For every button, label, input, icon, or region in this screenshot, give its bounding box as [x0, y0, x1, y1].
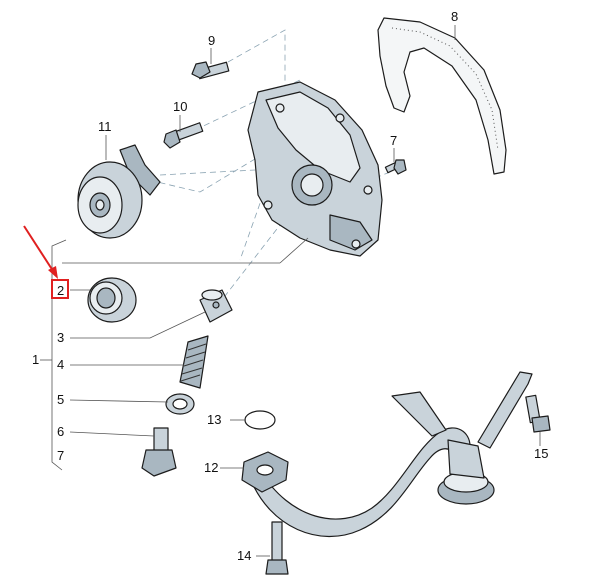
callout-3: 3 — [57, 330, 64, 345]
seal-ring — [87, 277, 137, 323]
highlight-marker — [23, 225, 69, 299]
highlight-arrow — [23, 225, 56, 275]
callout-9: 9 — [208, 33, 215, 48]
callout-2: 2 — [57, 283, 64, 298]
o-ring — [244, 410, 276, 430]
oil-pump-housing — [247, 81, 383, 257]
callout-1: 1 — [32, 352, 39, 367]
callout-7-lower: 7 — [57, 448, 64, 463]
bolt-9 — [191, 61, 230, 80]
leader-lines — [69, 25, 541, 557]
callout-8: 8 — [451, 9, 458, 24]
oil-pickup-pipe — [241, 371, 533, 538]
callout-14: 14 — [237, 548, 251, 563]
callout-10: 10 — [173, 99, 187, 114]
plunger — [199, 289, 233, 323]
bolt-10 — [163, 122, 204, 149]
housing-gasket — [377, 17, 507, 175]
callout-4: 4 — [57, 357, 64, 372]
callout-5: 5 — [57, 392, 64, 407]
highlight-box — [51, 279, 69, 299]
spring — [179, 335, 209, 389]
callout-6: 6 — [57, 424, 64, 439]
stud-7-upper — [384, 159, 407, 175]
callout-7-upper: 7 — [390, 133, 397, 148]
callout-13: 13 — [207, 412, 221, 427]
washer-5 — [165, 393, 195, 415]
callout-15: 15 — [534, 446, 548, 461]
highlight-arrowhead — [48, 266, 58, 279]
plug-6 — [141, 427, 177, 477]
bolt-14 — [265, 521, 289, 575]
callout-12: 12 — [204, 460, 218, 475]
tensioner-pulley — [77, 144, 161, 239]
group-bracket — [40, 237, 309, 471]
bolt-15 — [525, 394, 551, 433]
callout-11: 11 — [98, 119, 112, 134]
